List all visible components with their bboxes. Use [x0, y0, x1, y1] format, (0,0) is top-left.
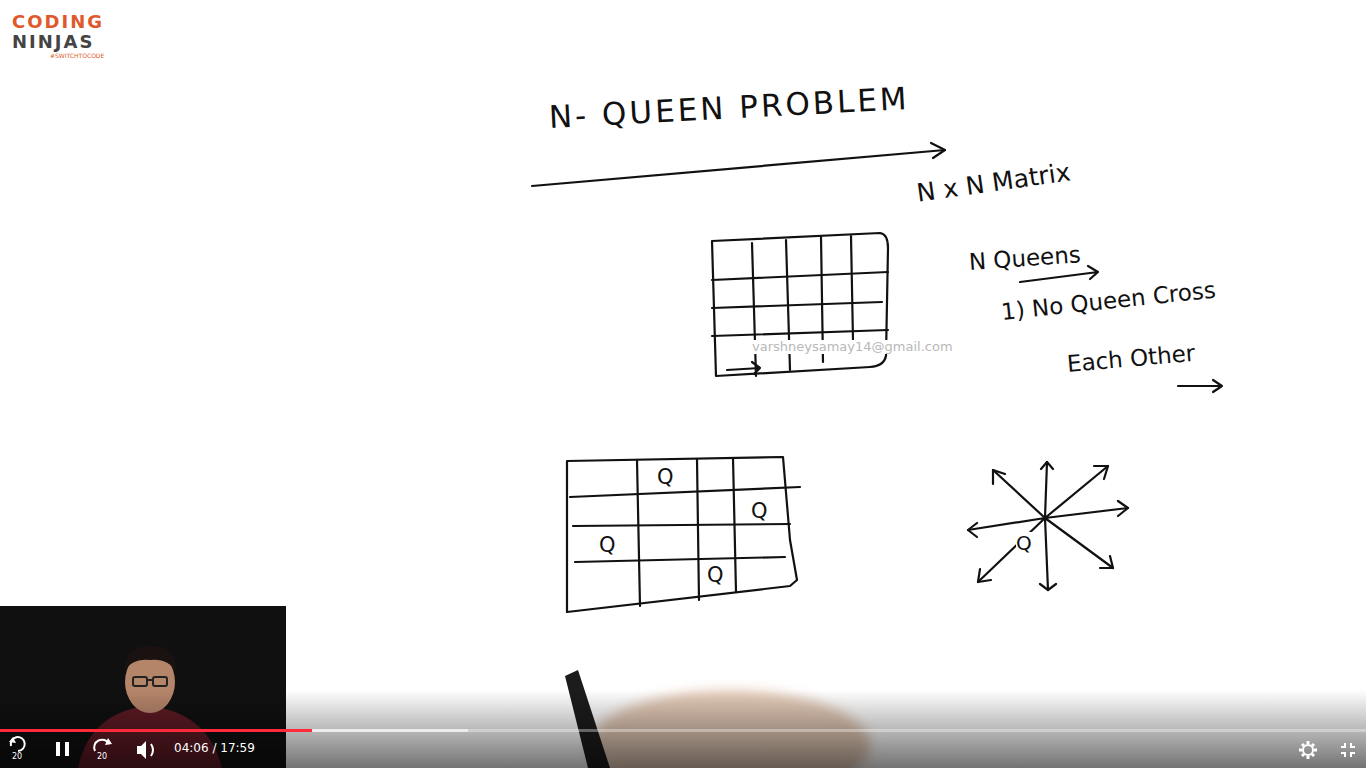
grid-tick	[727, 362, 760, 374]
glasses-lens	[133, 677, 147, 686]
title: N- QUEEN PROBLEM	[548, 81, 910, 134]
queen-mark: Q	[707, 564, 724, 587]
pause-icon	[65, 742, 69, 756]
logo-tagline: #SWITCHTOCODE	[50, 53, 104, 60]
grid-lines	[637, 458, 736, 606]
grid-lines	[712, 272, 888, 336]
video-time: 04:06 / 17:59	[174, 742, 255, 755]
volume-icon	[137, 741, 146, 759]
player-shade	[0, 690, 1366, 768]
grid-outline	[567, 457, 797, 612]
volume-wave	[151, 744, 153, 756]
presenter-glasses	[133, 677, 167, 686]
underline-arrow	[1178, 380, 1222, 392]
player-icons	[11, 737, 1355, 757]
chess-grid: Q Q Q Q	[567, 458, 799, 614]
note: Each Other	[1066, 341, 1196, 377]
fullscreen-icon	[1341, 743, 1355, 757]
settings-teeth	[1299, 741, 1317, 759]
glasses-lens	[153, 677, 167, 686]
grid-lines	[752, 236, 853, 376]
logo-word: NINJAS	[12, 32, 94, 52]
arrow-head	[931, 143, 945, 158]
watermark: varshneysamay14@gmail.com	[752, 340, 953, 354]
progress-track	[0, 729, 1366, 732]
attack-directions	[968, 462, 1128, 590]
note: N x N Matrix	[915, 158, 1072, 207]
forward-arrow	[105, 738, 112, 745]
pause-icon	[56, 742, 60, 756]
note: N Queens	[968, 242, 1082, 275]
skip-seconds: 20	[97, 753, 107, 762]
skip-seconds: 20	[12, 753, 22, 762]
underline-arrow	[532, 150, 945, 186]
queen-mark: Q	[1016, 532, 1032, 554]
settings-icon	[1303, 745, 1313, 755]
grid-outline	[712, 233, 888, 376]
queen-mark: Q	[599, 534, 616, 557]
queen-mark: Q	[657, 466, 674, 489]
note: 1) No Queen Cross	[1000, 277, 1217, 325]
glasses-bridge	[147, 679, 153, 681]
grid-lines	[570, 487, 800, 562]
progress-played	[0, 729, 312, 732]
progress-buffer	[0, 729, 468, 732]
logo-word: CODING	[12, 12, 104, 32]
ink-drawing	[532, 143, 1222, 612]
arrow-heads	[968, 462, 1128, 590]
presenter-hair	[124, 646, 176, 672]
queen-mark: Q	[751, 500, 768, 523]
rewind-arrow	[9, 737, 16, 743]
